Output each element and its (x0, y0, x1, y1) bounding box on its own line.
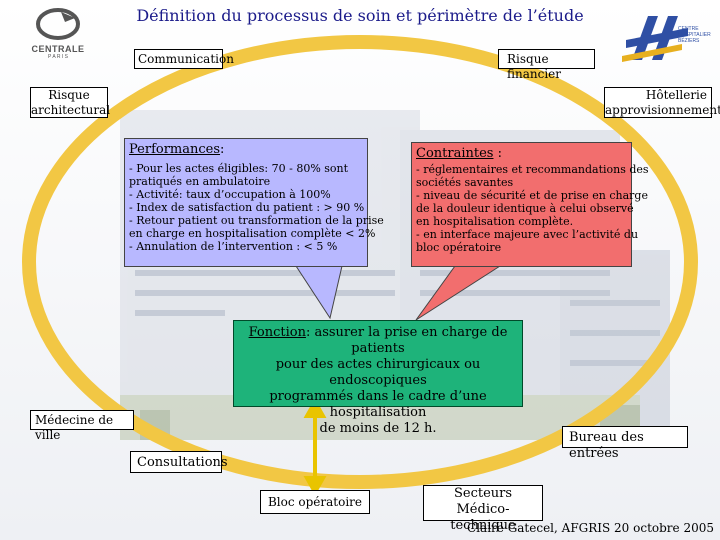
label-risque-architectural-line2: architectural (31, 103, 111, 117)
contraintes-heading: Contraintes (416, 146, 494, 161)
performances-line-4: - Index de satisfaction du patient : > 9… (129, 201, 365, 214)
label-risque-architectural-line1: Risque (48, 88, 90, 102)
label-communication-text: Communication (138, 52, 234, 66)
performances-line-6: en charge en hospitalisation complète < … (129, 227, 376, 240)
hospital-logo-line3: BÉZIERS (678, 38, 700, 44)
label-consultations-text: Consultations (137, 455, 228, 470)
centrale-logo-sub: P A R I S (48, 54, 68, 60)
performances-line-7: - Annulation de l’intervention : < 5 % (129, 240, 338, 253)
label-bloc-operatoire-text: Bloc opératoire (267, 495, 363, 509)
label-bureau-des-entrees: Bureau des entrées (562, 426, 688, 461)
fonction-text-1: : assurer la prise en charge de patients (305, 325, 508, 356)
hospital-logo-mark (622, 16, 688, 62)
label-bloc-operatoire: Bloc opératoire (260, 490, 370, 514)
fonction-text-4: de moins de 12 h. (319, 421, 437, 436)
performances-heading-suffix: : (220, 142, 225, 157)
contraintes-line-1: - réglementaires et recommandations des (416, 163, 649, 176)
credit-line: Claire Gatecel, AFGRIS 20 octobre 2005 (467, 521, 714, 535)
contraintes-line-5: en hospitalisation complète. (416, 215, 574, 228)
centrale-logo-name: CENTRALE (31, 44, 85, 54)
fonction-box: Fonction: assurer la prise en charge de … (233, 320, 523, 436)
centrale-logo: CENTRALE P A R I S (28, 8, 88, 68)
label-risque-architectural: Risque architectural (30, 87, 111, 118)
contraintes-callout: Contraintes : - réglementaires et recomm… (411, 142, 649, 267)
label-communication: Communication (134, 49, 234, 69)
label-secteurs-line1: Secteurs (453, 486, 513, 501)
label-hotellerie-line1: Hôtellerie (645, 88, 707, 102)
label-medecine-de-ville: Médecine de ville (30, 410, 134, 442)
label-secteurs-line2: Médico-technique (450, 502, 516, 533)
performances-heading: Performances (129, 142, 221, 157)
hospital-logo-line1: CENTRE (678, 26, 699, 32)
fonction-text-2: pour des actes chirurgicaux ou endoscopi… (275, 357, 481, 388)
performances-line-1: - Pour les actes éligibles: 70 - 80% son… (129, 162, 349, 175)
label-medecine-de-ville-text: Médecine de ville (35, 413, 114, 442)
label-bureau-des-entrees-text: Bureau des entrées (569, 430, 644, 461)
contraintes-line-7: bloc opératoire (416, 241, 502, 254)
hospital-logo-line2: HOSPITALIER (678, 32, 711, 38)
contraintes-line-4: de la douleur identique à celui observé (416, 202, 634, 215)
label-hotellerie-line2: approvisionnement (605, 103, 720, 117)
contraintes-heading-suffix: : (493, 146, 502, 161)
fonction-text-3: programmés dans le cadre d’une hospitali… (269, 389, 487, 420)
contraintes-line-3: - niveau de sécurité et de prise en char… (416, 189, 648, 202)
fonction-heading: Fonction (248, 325, 306, 340)
performances-line-3: - Activité: taux d’occupation à 100% (129, 188, 331, 201)
performances-callout: Performances: - Pour les actes éligibles… (124, 138, 384, 267)
label-risque-financier: Risque financier (498, 49, 595, 81)
contraintes-line-6: - en interface majeure avec l’activité d… (416, 228, 639, 241)
performances-line-2: pratiqués en ambulatoire (129, 175, 271, 188)
label-risque-financier-text: Risque financier (507, 52, 562, 81)
label-consultations: Consultations (130, 451, 228, 473)
centrale-logo-mark (36, 8, 80, 40)
hospital-logo: CENTRE HOSPITALIER BÉZIERS (618, 10, 711, 70)
page-title: Définition du processus de soin et périm… (136, 6, 584, 25)
label-secteurs-medico-technique: Secteurs Médico-technique (423, 485, 543, 533)
label-hotellerie: Hôtellerie approvisionnement (604, 87, 720, 118)
contraintes-line-2: sociétés savantes (416, 176, 514, 189)
performances-line-5: - Retour patient ou transformation de la… (129, 214, 384, 227)
